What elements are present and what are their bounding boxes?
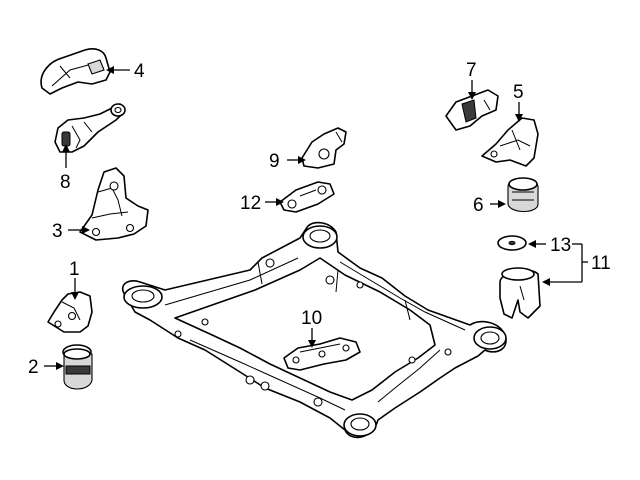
part-12-link-plate bbox=[279, 181, 335, 213]
callout-12: 12 bbox=[240, 193, 261, 214]
leader-lines bbox=[44, 66, 588, 370]
callout-8: 8 bbox=[60, 172, 71, 193]
engine-cradle bbox=[121, 221, 507, 439]
callout-6: 6 bbox=[473, 195, 484, 216]
callout-10: 10 bbox=[301, 308, 322, 329]
part-4-mount-bracket bbox=[40, 48, 111, 95]
callout-7: 7 bbox=[466, 60, 477, 81]
callout-5: 5 bbox=[513, 82, 524, 103]
part-7-bracket bbox=[445, 89, 499, 131]
part-8-torque-strut bbox=[54, 103, 126, 153]
callout-3: 3 bbox=[52, 221, 63, 242]
callout-13: 13 bbox=[550, 235, 571, 256]
callout-2: 2 bbox=[28, 357, 39, 378]
part-6-rubber-mount bbox=[507, 177, 539, 213]
part-9-bracket bbox=[301, 127, 347, 169]
callout-1: 1 bbox=[69, 259, 80, 280]
part-10-center-bracket bbox=[283, 337, 361, 371]
callout-11: 11 bbox=[591, 253, 611, 274]
callout-9: 9 bbox=[269, 151, 280, 172]
part-2-rubber-mount bbox=[62, 344, 93, 390]
part-1-bracket bbox=[47, 291, 93, 333]
part-11-mount bbox=[499, 267, 541, 319]
callout-4: 4 bbox=[134, 61, 145, 82]
part-13-washer bbox=[497, 235, 527, 251]
part-5-bracket bbox=[481, 117, 539, 167]
part-3-mount-bracket bbox=[79, 167, 149, 241]
